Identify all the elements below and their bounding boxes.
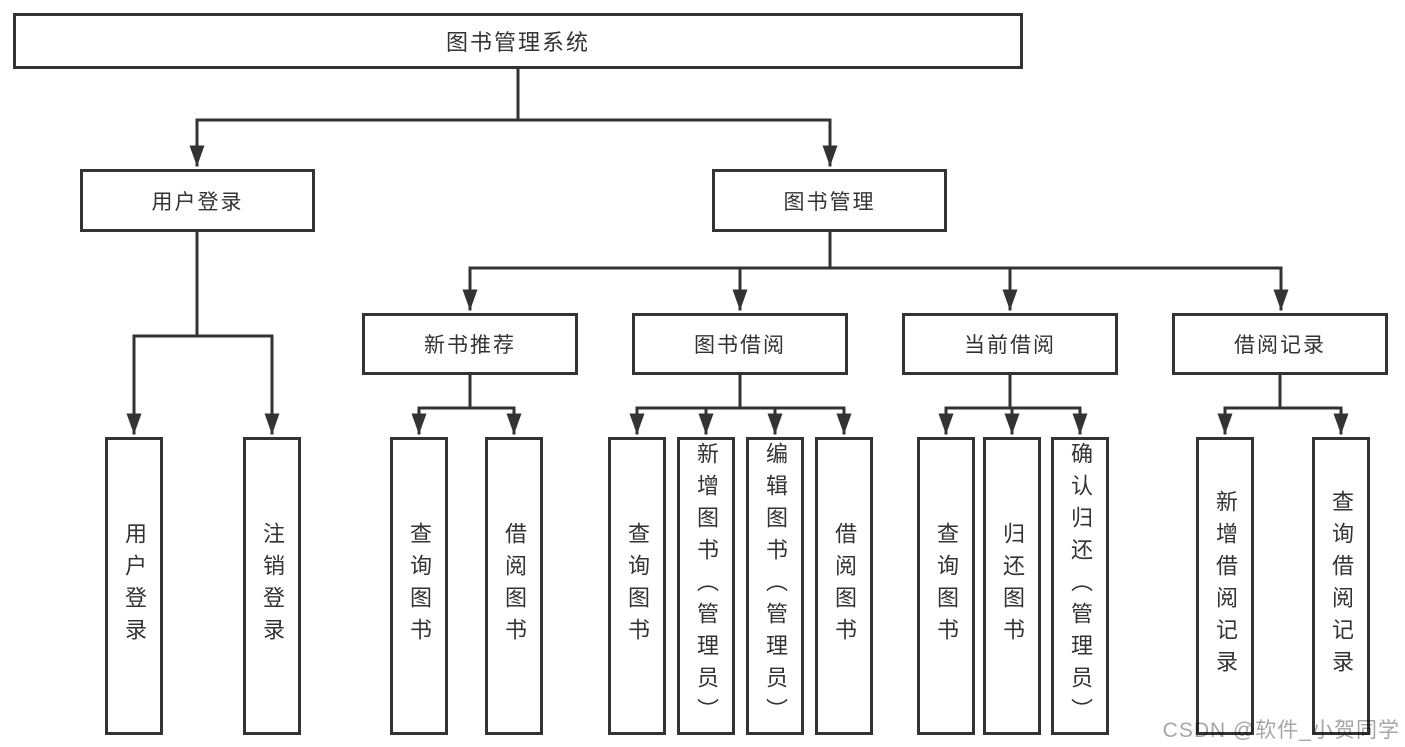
leaf-add-borrow-record: 新增借阅记录 [1196,437,1254,735]
leaf-edit-books-admin: 编辑图书（管理员） [746,437,804,735]
node-new-book-recommendation: 新书推荐 [362,313,578,375]
leaf-add-books-admin: 新增图书（管理员） [677,437,735,735]
leaf-query-borrow-record: 查询借阅记录 [1312,437,1370,735]
node-user-login: 用户登录 [80,169,315,232]
csdn-watermark: CSDN @软件_小贺同学 [1162,719,1400,742]
node-current-borrowing: 当前借阅 [902,313,1118,375]
leaf-query-books-recommend: 查询图书 [390,437,448,735]
leaf-borrow-books-recommend: 借阅图书 [485,437,543,735]
leaf-return-books: 归还图书 [983,437,1041,735]
leaf-query-books-current: 查询图书 [917,437,975,735]
leaf-logout-login: 注销登录 [243,437,301,735]
leaf-confirm-return-admin: 确认归还（管理员） [1051,437,1109,735]
leaf-borrow-books: 借阅图书 [815,437,873,735]
leaf-user-login: 用户登录 [105,437,163,735]
node-book-borrowing: 图书借阅 [632,313,848,375]
node-book-management: 图书管理 [712,169,947,232]
leaf-query-books-borrowing: 查询图书 [608,437,666,735]
node-borrowing-records: 借阅记录 [1172,313,1388,375]
node-library-management-system: 图书管理系统 [13,13,1023,69]
